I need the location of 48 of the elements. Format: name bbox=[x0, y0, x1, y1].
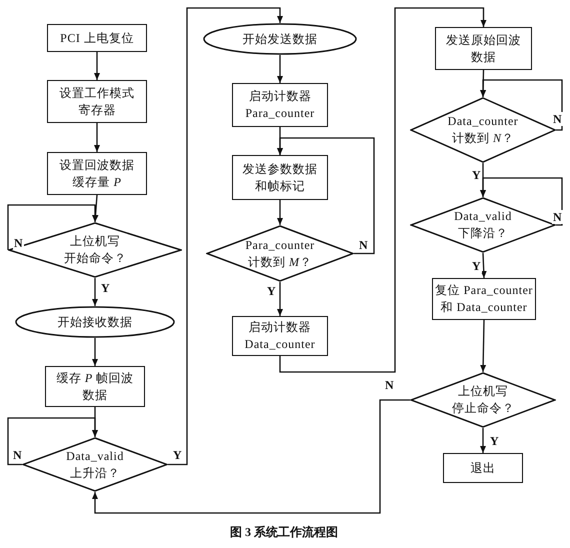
edge-label: Y bbox=[471, 259, 482, 273]
process-box: 发送参数数据和帧标记 bbox=[232, 155, 328, 200]
arrow bbox=[277, 282, 283, 316]
edge-label: N bbox=[358, 238, 369, 252]
arrow bbox=[480, 70, 486, 98]
arrow bbox=[279, 7, 486, 373]
arrow bbox=[480, 252, 487, 278]
process-box: 发送原始回波数据 bbox=[435, 27, 532, 70]
process-box: 退出 bbox=[443, 453, 523, 483]
terminal-ellipse: 开始发送数据 bbox=[203, 23, 357, 55]
process-box: 缓存 P 帧回波数据 bbox=[45, 366, 145, 407]
edge-label: Y bbox=[100, 281, 111, 295]
edge-label: N bbox=[552, 210, 563, 224]
arrow bbox=[480, 177, 563, 226]
edge-label: Y bbox=[471, 168, 482, 182]
arrow bbox=[92, 194, 98, 222]
arrow bbox=[7, 417, 98, 466]
arrow bbox=[277, 137, 375, 254]
arrow bbox=[480, 320, 486, 372]
arrow bbox=[94, 123, 100, 152]
arrow bbox=[480, 79, 563, 131]
arrow bbox=[92, 278, 98, 306]
edge-label: Y bbox=[172, 448, 183, 462]
process-box: 启动计数器 Data_counter bbox=[232, 316, 328, 356]
terminal-ellipse: 开始接收数据 bbox=[15, 306, 175, 338]
arrow bbox=[277, 200, 283, 225]
process-box: 设置工作模式寄存器 bbox=[47, 80, 147, 123]
process-box: 设置回波数据缓存量 P bbox=[47, 152, 147, 195]
edge-label: N bbox=[12, 448, 23, 462]
edge-label: Y bbox=[489, 434, 500, 448]
process-box: 启动计数器 Para_counter bbox=[232, 83, 328, 127]
edge-label: Y bbox=[266, 284, 277, 298]
edge-label: N bbox=[552, 112, 563, 126]
arrow bbox=[168, 7, 283, 466]
arrow bbox=[92, 399, 410, 514]
process-box: PCI 上电复位 bbox=[47, 24, 147, 52]
arrow bbox=[480, 428, 486, 453]
arrow bbox=[92, 338, 98, 366]
process-box: 复位 Para_counter 和 Data_counter bbox=[432, 278, 536, 320]
caption: 图 3 系统工作流程图 bbox=[230, 524, 338, 541]
arrow bbox=[94, 52, 100, 80]
decision-diamond: Data_valid 上升沿？ bbox=[22, 437, 168, 492]
edge-label: N bbox=[384, 378, 395, 392]
arrow bbox=[277, 55, 283, 83]
decision-diamond: 上位机写停止命令？ bbox=[410, 372, 556, 428]
edge-label: N bbox=[13, 236, 24, 250]
decision-diamond: Para_counter 计数到 M？ bbox=[206, 225, 354, 282]
arrow bbox=[7, 204, 98, 251]
